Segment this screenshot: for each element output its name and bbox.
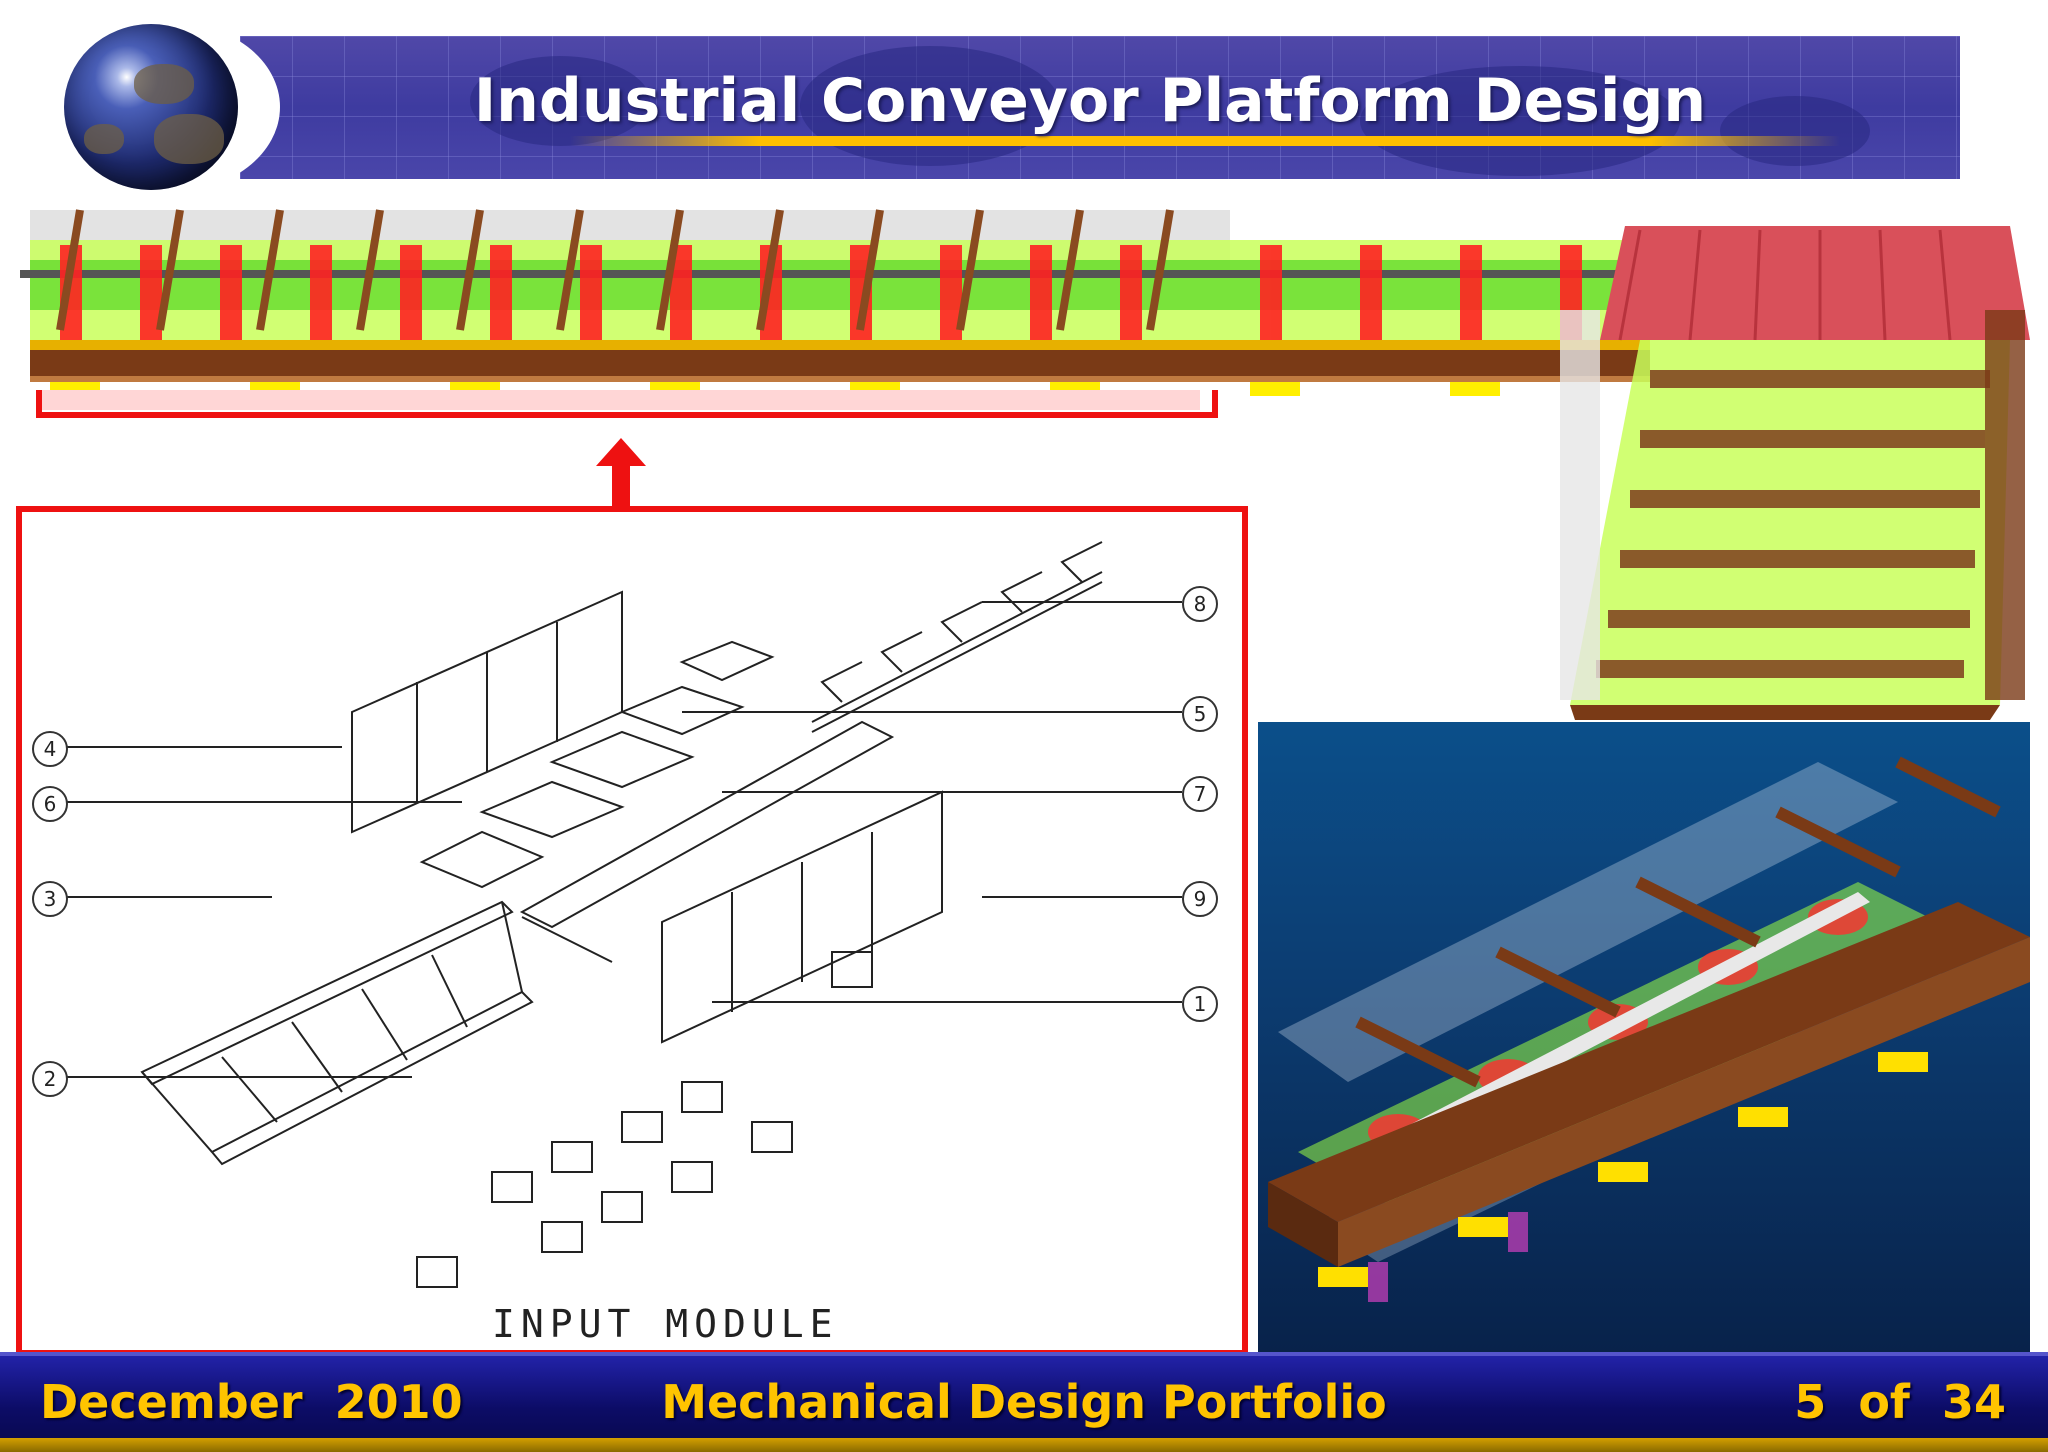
arrow-up-icon xyxy=(596,438,646,466)
balloon-1: 1 xyxy=(1182,986,1218,1022)
page-number: 5 of 34 xyxy=(1794,1375,2006,1429)
module-3d-render xyxy=(1258,722,2030,1354)
balloon-8: 8 xyxy=(1182,586,1218,622)
footer-stripe-top xyxy=(0,1352,2048,1358)
header-banner: Industrial Conveyor Platform Design xyxy=(240,36,1960,179)
balloon-9: 9 xyxy=(1182,881,1218,917)
balloon-4: 4 xyxy=(32,731,68,767)
footer-stripe-bottom xyxy=(0,1438,2048,1452)
balloon-3: 3 xyxy=(32,881,68,917)
globe-logo xyxy=(64,24,238,190)
bracket-highlight xyxy=(42,390,1200,410)
exploded-drawing-panel: 8 5 4 7 6 3 9 1 2 INPUT MODULE xyxy=(16,506,1248,1356)
selection-bracket xyxy=(36,390,1218,418)
title-underline xyxy=(570,136,1840,146)
footer-date: December 2010 xyxy=(40,1375,463,1429)
exploded-view-drawing xyxy=(62,541,1182,1288)
module-render-image xyxy=(1268,756,2030,1302)
balloon-6: 6 xyxy=(32,786,68,822)
balloon-5: 5 xyxy=(1182,696,1218,732)
balloon-2: 2 xyxy=(32,1061,68,1097)
conveyor-layout-render xyxy=(20,209,2030,720)
drawing-label: INPUT MODULE xyxy=(492,1302,839,1346)
page-title: Industrial Conveyor Platform Design xyxy=(473,66,1707,136)
footer-bar xyxy=(0,1356,2048,1452)
arrow-stem xyxy=(612,462,630,506)
footer-title: Mechanical Design Portfolio xyxy=(661,1375,1387,1429)
balloon-7: 7 xyxy=(1182,776,1218,812)
